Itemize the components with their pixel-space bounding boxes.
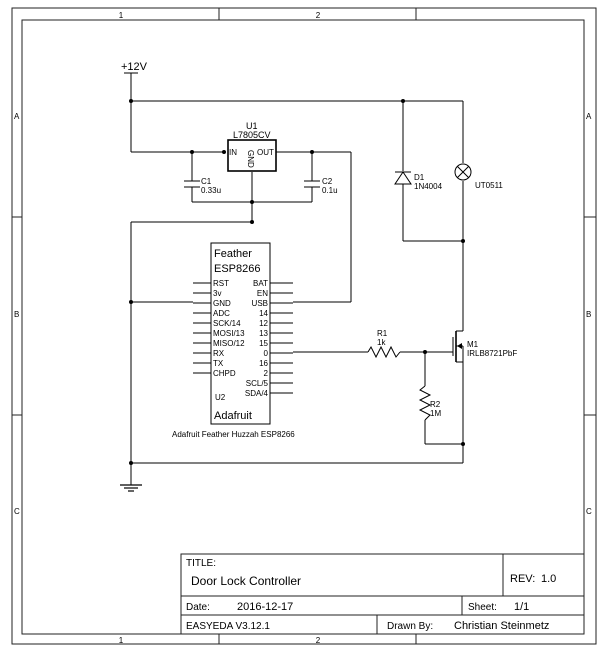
power-flag-12v: +12V [121,61,148,74]
resistor-r1: R1 1k [367,329,401,359]
u2-pin-label-left: CHPD [213,369,236,378]
drawn-by-label: Drawn By: [387,621,433,632]
title-label: TITLE: [186,558,216,569]
u2-pin-label-right: USB [252,299,268,308]
row-label-a-left: A [14,112,20,121]
u2-caption: Adafruit Feather Huzzah ESP8266 [172,430,295,439]
lamp-ut0511: UT0511 [454,163,503,190]
u2-pin-label-left: TX [213,359,224,368]
u2-pin-label-right: 12 [259,319,268,328]
col-label-1-top: 1 [119,11,124,20]
u2-pin-label-right: SCL/5 [246,379,269,388]
rev-label: REV: [510,573,535,585]
row-label-b-right: B [586,310,591,319]
m1-ref: M1 [467,340,479,349]
c1-ref: C1 [201,177,212,186]
regulator-u1: U1 L7805CV IN OUT GND [227,121,277,172]
u2-pin-label-right: SDA/4 [245,389,269,398]
title-block: TITLE: Door Lock Controller REV: 1.0 Dat… [180,553,585,635]
u2-pin-label-left: ADC [213,309,230,318]
u1-pin-out: OUT [257,148,274,157]
u2-pin-label-left: MOSI/13 [213,329,245,338]
c2-value: 0.1u [322,186,338,195]
u2-title-1: Feather [214,248,252,260]
diode-d1: D1 1N4004 [394,171,443,191]
c1-value: 0.33u [201,186,221,195]
u2-pin-label-left: GND [213,299,231,308]
u1-part: L7805CV [233,130,271,140]
ground-symbol [120,484,142,492]
d1-part: 1N4004 [414,182,443,191]
capacitor-c2: C2 0.1u [304,177,338,195]
sheet-value: 1/1 [514,601,529,613]
lamp-label: UT0511 [475,181,503,190]
row-label-b-left: B [14,310,19,319]
u2-pin-label-right: 2 [264,369,269,378]
drawing-frame: 1 2 1 2 A B C A B C [11,7,597,645]
capacitor-c1: C1 0.33u [184,177,221,195]
c2-ref: C2 [322,177,333,186]
r1-ref: R1 [377,329,388,338]
r2-ref: R2 [430,400,441,409]
u2-pin-label-left: MISO/12 [213,339,245,348]
u1-ref: U1 [246,121,258,131]
u2-pin-label-right: 15 [259,339,268,348]
u2-ref: U2 [215,393,226,402]
tool-version: EASYEDA V3.12.1 [186,621,270,632]
date-label: Date: [186,602,210,613]
rev-value: 1.0 [541,573,556,585]
title-value: Door Lock Controller [191,574,301,588]
row-label-c-left: C [14,507,20,516]
u2-brand: Adafruit [214,410,252,422]
mosfet-m1: M1 IRLB8721PbF [452,330,517,363]
u2-pin-label-left: RST [213,279,229,288]
u2-pin-label-right: 14 [259,309,268,318]
sheet-label: Sheet: [468,602,497,613]
u2-pin-label-right: 13 [259,329,268,338]
r1-value: 1k [377,338,386,347]
u2-pin-label-left: 3v [213,289,221,298]
row-label-c-right: C [586,507,592,516]
module-u2: Feather ESP8266 U2 Adafruit Adafruit Fea… [172,242,295,439]
d1-ref: D1 [414,173,425,182]
drawn-by-value: Christian Steinmetz [454,620,549,632]
u1-pin-in: IN [229,148,237,157]
u2-title-2: ESP8266 [214,263,260,275]
power-label: +12V [121,61,148,73]
wires [130,73,464,485]
col-label-2-bottom: 2 [316,636,321,645]
u2-pin-label-left: SCK/14 [213,319,241,328]
u2-pin-label-left: RX [213,349,225,358]
junctions [129,99,465,465]
resistor-r2: R2 1M [418,385,441,421]
u2-pin-label-right: EN [257,289,268,298]
row-label-a-right: A [586,112,592,121]
r2-value: 1M [430,409,441,418]
col-label-1-bottom: 1 [119,636,124,645]
date-value: 2016-12-17 [237,601,293,613]
u2-pin-label-right: 0 [264,349,269,358]
u2-pin-label-right: 16 [259,359,268,368]
u1-pin-gnd: GND [246,150,255,168]
col-label-2-top: 2 [316,11,321,20]
u2-pin-label-right: BAT [253,279,268,288]
m1-part: IRLB8721PbF [467,349,517,358]
